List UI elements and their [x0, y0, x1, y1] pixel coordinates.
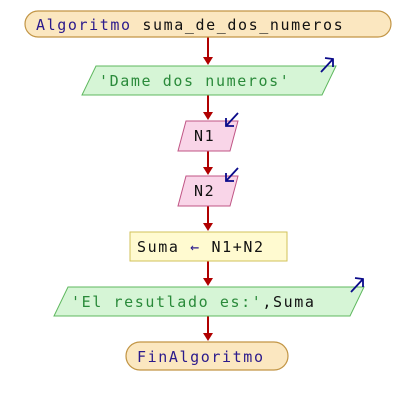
assign-arrow-icon: ←: [190, 238, 201, 256]
input-2-shape: [177, 175, 239, 207]
output-arrow-icon: [350, 277, 364, 293]
end-terminal-shape: [125, 341, 289, 371]
end-terminal[interactable]: FinAlgoritmo: [125, 341, 289, 371]
input-arrow-icon: [225, 167, 239, 182]
input-1-text: N1: [194, 127, 215, 145]
connector-assignment-to-output2: [203, 261, 213, 286]
output-step-1[interactable]: 'Dame dos numeros': [81, 57, 337, 96]
svg-text:Suma ← N1+N2: Suma ← N1+N2: [137, 238, 265, 256]
start-keyword: Algoritmo: [36, 16, 132, 34]
output-arrow-icon: [320, 57, 334, 73]
start-terminal-shape: [24, 10, 392, 38]
svg-text:'El resutlado es:',Suma: 'El resutlado es:',Suma: [71, 293, 316, 311]
connector-input2-to-assignment: [203, 206, 213, 231]
output-step-2[interactable]: 'El resutlado es:',Suma: [53, 277, 365, 317]
input-arrow-icon: [225, 112, 239, 127]
svg-text:Algoritmo suma_de_dos_numeros: Algoritmo suma_de_dos_numeros: [36, 16, 344, 34]
connector-output1-to-input1: [203, 95, 213, 120]
end-keyword: FinAlgoritmo: [137, 348, 265, 366]
connector-output2-to-end: [203, 316, 213, 341]
start-terminal[interactable]: Algoritmo suma_de_dos_numeros: [24, 10, 392, 38]
input-1-shape: [177, 120, 239, 152]
output-2-variable: ,Suma: [262, 293, 315, 311]
assignment-step[interactable]: Suma ← N1+N2: [129, 231, 288, 262]
algorithm-name: suma_de_dos_numeros: [142, 16, 344, 34]
output-2-shape: [53, 286, 365, 317]
assignment-shape: [129, 231, 288, 262]
assignment-target: Suma: [137, 238, 180, 256]
connector-input1-to-input2: [203, 151, 213, 175]
output-2-string: 'El resutlado es:': [71, 293, 262, 311]
input-step-1[interactable]: N1: [177, 112, 239, 152]
connector-start-to-output1: [203, 37, 213, 65]
output-1-shape: [81, 65, 337, 96]
input-2-text: N2: [194, 182, 215, 200]
output-1-text: 'Dame dos numeros': [99, 72, 290, 90]
input-step-2[interactable]: N2: [177, 167, 239, 207]
assignment-expression: N1+N2: [211, 238, 264, 256]
flow-connectors: [203, 37, 213, 341]
